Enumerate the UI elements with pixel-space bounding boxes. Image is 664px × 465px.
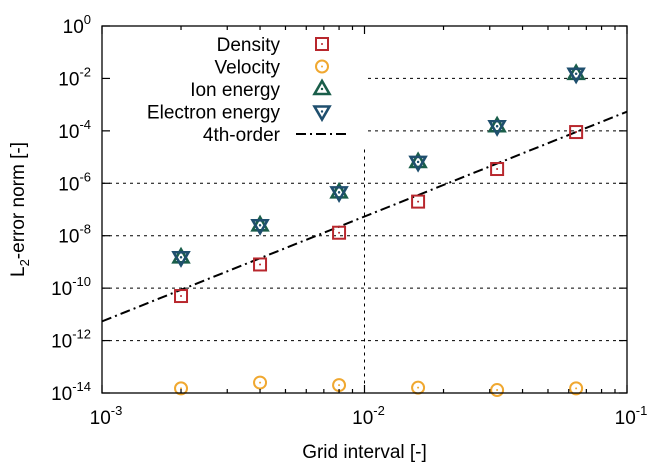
- grid-layer: [102, 77, 627, 393]
- y-axis-label-sub: 2: [17, 259, 32, 266]
- point-square-4: [490, 162, 505, 177]
- point-square-5: [569, 125, 584, 140]
- x-axis-label: Grid interval [-]: [302, 442, 427, 463]
- point-triangle-down-1: [250, 218, 270, 236]
- legend-label: Density: [217, 35, 281, 56]
- y-tick-label: 10-8: [58, 222, 91, 248]
- point-triangle-down-0: [171, 251, 191, 268]
- data-markers: [171, 63, 586, 398]
- point-square-3: [411, 194, 426, 209]
- point-circle-5: [569, 381, 584, 396]
- point-circle-3: [411, 380, 426, 395]
- point-circle-1: [253, 375, 268, 390]
- y-axis-label: L2-error norm [-]: [8, 142, 32, 277]
- y-axis-label-post: -error norm [-]: [8, 142, 29, 259]
- y-tick-label: 10-12: [51, 327, 91, 353]
- plot-frame: [101, 25, 628, 394]
- y-axis-label-pre: L: [8, 266, 29, 277]
- legend-swatch-triangle-down: [312, 105, 332, 123]
- point-circle-4: [490, 383, 505, 398]
- point-square-1: [253, 257, 268, 272]
- point-square-0: [174, 289, 189, 304]
- y-tick-label: 10-6: [58, 169, 91, 195]
- y-tick-label: 10-4: [58, 117, 91, 143]
- x-tick-label: 10-1: [615, 403, 648, 429]
- y-tick-label: 10-10: [51, 274, 91, 300]
- legend-swatch-triangle-up: [312, 78, 332, 96]
- point-square-2: [332, 225, 347, 240]
- y-tick-label: 10-2: [58, 64, 91, 90]
- series-line-4: [101, 110, 628, 323]
- legend-swatch-square: [315, 37, 329, 51]
- legend-label: Electron energy: [147, 103, 281, 124]
- point-triangle-down-3: [408, 155, 428, 173]
- legend-swatch-circle: [315, 59, 329, 74]
- point-triangle-down-4: [487, 119, 507, 137]
- x-tick-label: 10-2: [352, 403, 385, 429]
- legend-label: Ion energy: [190, 80, 280, 101]
- point-circle-0: [174, 381, 189, 396]
- legend-label: Velocity: [215, 58, 281, 79]
- point-triangle-down-5: [566, 67, 586, 85]
- fit-line-layer: [101, 110, 628, 323]
- y-tick-label: 100: [63, 12, 91, 38]
- x-tick-label: 10-3: [90, 403, 123, 429]
- point-triangle-down-2: [329, 186, 349, 203]
- y-tick-label: 10-14: [51, 379, 91, 405]
- legend-label: 4th-order: [203, 125, 281, 146]
